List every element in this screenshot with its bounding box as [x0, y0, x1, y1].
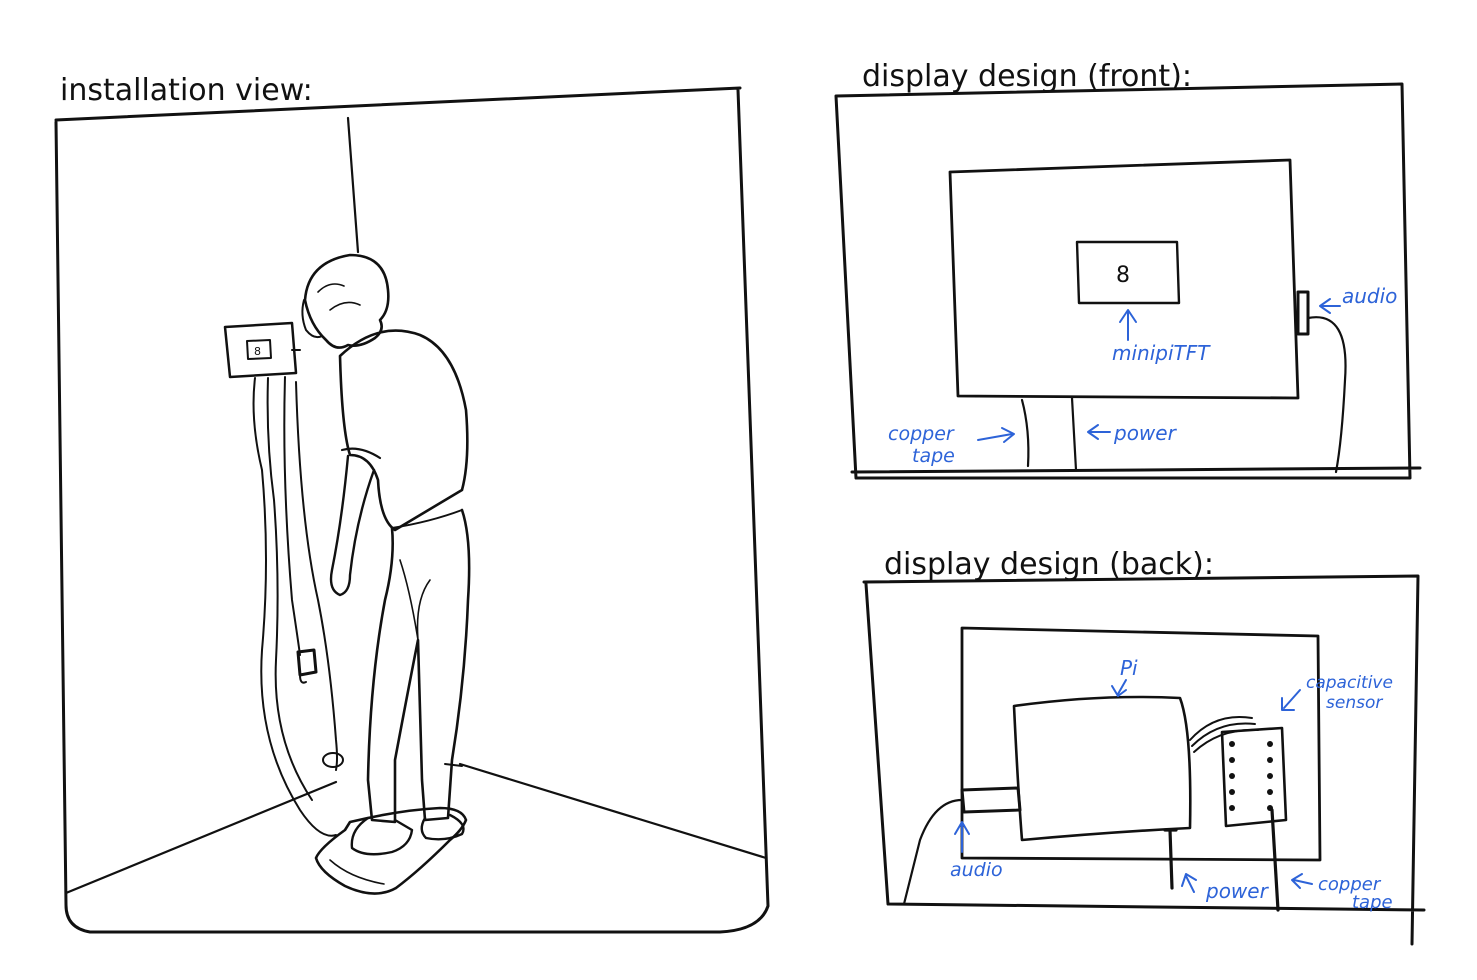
floor-mat — [314, 806, 468, 895]
back-power-cable — [1163, 828, 1178, 890]
back-display-box — [960, 626, 1322, 862]
installation-frame — [54, 86, 770, 934]
back-audio-label: audio — [950, 859, 1003, 881]
front-annotations: minipiTFT audio copper tape power — [888, 284, 1397, 467]
arrow-icon — [1119, 309, 1137, 341]
sensor-pin — [1229, 773, 1235, 779]
arrow-icon — [1181, 873, 1197, 893]
person-figure — [301, 253, 471, 856]
installation-view-title: installation view: — [60, 73, 313, 108]
room-corner-line — [346, 116, 360, 254]
sensor-pin — [1229, 789, 1235, 795]
adapter-plug — [299, 674, 307, 684]
front-audio-cable — [1306, 316, 1347, 474]
arrow-icon — [1087, 424, 1111, 440]
floor-left-line — [64, 780, 338, 895]
person-ear — [301, 299, 323, 339]
pi-label: Pi — [1120, 656, 1138, 680]
front-audio-label: audio — [1342, 284, 1397, 308]
back-view-title: display design (back): — [884, 547, 1214, 582]
sensor-ribbon-wires — [1189, 716, 1259, 753]
mat-connector — [322, 752, 344, 768]
floor-corner-line — [444, 763, 463, 767]
power-cable — [283, 376, 301, 656]
sensor-label-line2: sensor — [1326, 693, 1383, 713]
tft-label: minipiTFT — [1112, 341, 1211, 365]
arrow-icon — [1111, 679, 1127, 697]
back-audio-cable — [902, 798, 964, 906]
sensor-label-line1: capacitive — [1306, 673, 1393, 693]
arrow-icon — [1281, 689, 1301, 711]
back-view-panel: display design (back): — [862, 547, 1426, 946]
installation-view-panel: installation view: 8 — [54, 73, 770, 934]
mini-tft-digit: 8 — [1116, 263, 1130, 288]
back-copper-label-line1: copper — [1318, 874, 1382, 895]
front-copper-tape — [1020, 398, 1030, 468]
sensor-pins — [1229, 741, 1273, 811]
mini-tft-screen — [1075, 240, 1181, 305]
sensor-pin — [1229, 757, 1235, 763]
capacitive-sensor-board — [1220, 726, 1288, 828]
sensor-pin — [1267, 789, 1273, 795]
back-power-label: power — [1205, 879, 1270, 903]
back-frame — [862, 574, 1426, 946]
front-power-cable — [1070, 396, 1078, 472]
copper-tape-wire-inner — [266, 377, 313, 801]
arrow-icon — [954, 821, 970, 853]
back-copper-tape — [1270, 808, 1280, 912]
pi-board-box — [1012, 695, 1192, 842]
arrow-icon — [1319, 298, 1341, 314]
person-right-foot — [420, 813, 465, 841]
floor-mat-edge — [329, 859, 385, 885]
sensor-pin — [1229, 805, 1235, 811]
person-pants-fold — [399, 559, 431, 641]
back-copper-label-line2: tape — [1352, 892, 1393, 913]
wall-display: 8 — [223, 321, 301, 379]
wall-display-body — [223, 321, 298, 379]
front-display-box — [948, 158, 1300, 400]
sensor-pin — [1267, 773, 1273, 779]
front-frame — [834, 82, 1422, 480]
floor-right-line — [458, 762, 768, 860]
sensor-pin — [1267, 757, 1273, 763]
back-annotations: Pi capacitive sensor audio power copper … — [950, 656, 1393, 913]
front-audio-jack — [1296, 290, 1310, 336]
person-pants — [366, 508, 471, 824]
wall-display-screen — [246, 339, 272, 360]
person-arm — [329, 454, 376, 597]
copper-tape-wire — [252, 377, 337, 837]
arrow-icon — [1291, 873, 1313, 889]
front-copper-label-line1: copper — [888, 423, 955, 445]
arrow-icon — [977, 427, 1015, 443]
front-view-panel: display design (front): 8 minipiTFT audi… — [834, 59, 1422, 480]
wall-display-digit: 8 — [254, 345, 261, 358]
front-copper-label-line2: tape — [912, 445, 955, 467]
power-adapter — [296, 648, 318, 677]
person-sleeve — [340, 447, 382, 460]
back-audio-connector — [960, 786, 1022, 814]
front-power-label: power — [1113, 421, 1178, 445]
person-left-foot — [350, 816, 414, 856]
sensor-pin — [1229, 741, 1235, 747]
mat-wire — [295, 381, 338, 771]
sensor-pin — [1267, 741, 1273, 747]
person-hair — [317, 283, 361, 311]
person-torso — [338, 329, 469, 532]
person-head — [303, 253, 390, 349]
person-belt — [391, 509, 463, 529]
